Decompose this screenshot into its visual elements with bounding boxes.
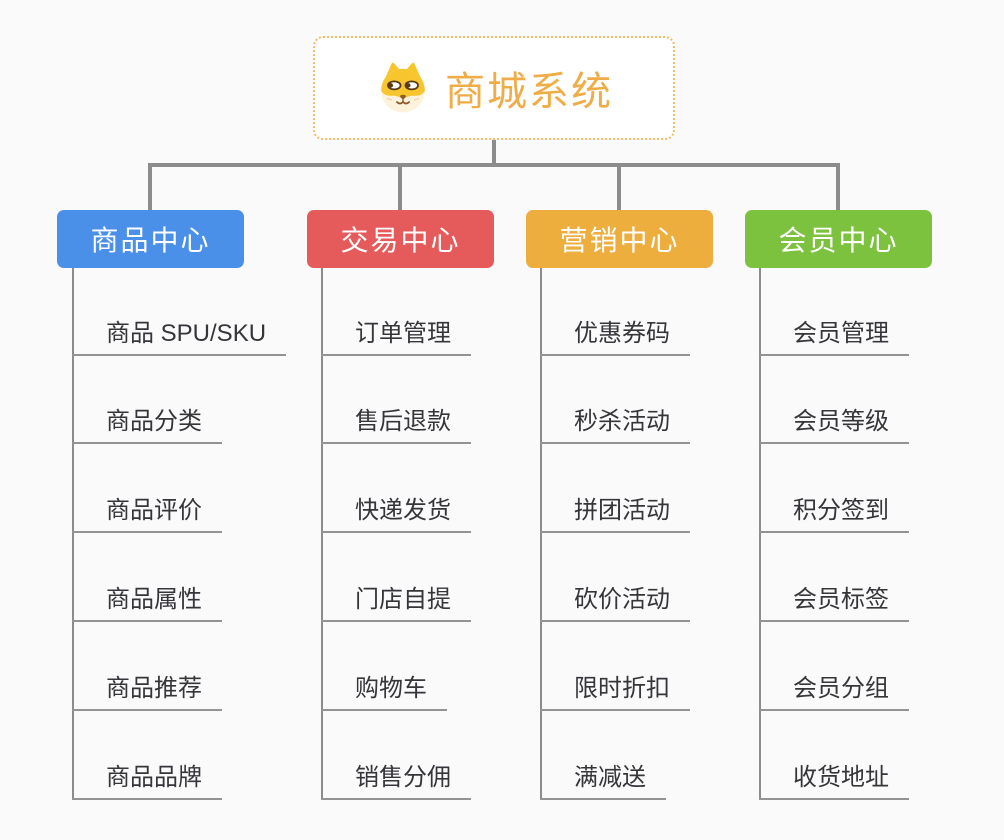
connector-spine-marketing [540,268,542,800]
leaf-node[interactable]: 砍价活动 [540,582,690,622]
leaf-node[interactable]: 购物车 [321,671,447,711]
leaf-node[interactable]: 售后退款 [321,404,471,444]
leaf-node[interactable]: 门店自提 [321,582,471,622]
leaf-node[interactable]: 商品属性 [72,582,222,622]
branch-node-trade[interactable]: 交易中心 [307,210,494,268]
leaf-node[interactable]: 商品评价 [72,493,222,533]
connector-bus [148,163,840,167]
leaf-node[interactable]: 订单管理 [321,316,471,356]
leaf-node[interactable]: 会员管理 [759,316,909,356]
leaf-node[interactable]: 积分签到 [759,493,909,533]
leaf-node[interactable]: 满减送 [540,760,666,800]
leaf-node[interactable]: 秒杀活动 [540,404,690,444]
connector-drop-products [148,166,152,210]
connector-spine-trade [321,268,323,800]
root-title: 商城系统 [445,70,613,114]
leaf-node[interactable]: 商品推荐 [72,671,222,711]
branch-node-marketing[interactable]: 营销中心 [526,210,713,268]
branch-label: 会员中心 [778,225,899,256]
connector-spine-products [72,268,74,800]
leaf-node[interactable]: 商品品牌 [72,760,222,800]
leaf-node[interactable]: 快递发货 [321,493,471,533]
branch-label: 商品中心 [90,225,211,256]
connector-drop-trade [398,166,402,210]
branch-label: 交易中心 [340,225,461,256]
leaf-node[interactable]: 优惠券码 [540,316,690,356]
leaf-node[interactable]: 会员标签 [759,582,909,622]
branch-node-members[interactable]: 会员中心 [745,210,932,268]
connector-root-drop [492,140,496,166]
leaf-node[interactable]: 会员分组 [759,671,909,711]
leaf-node[interactable]: 销售分佣 [321,760,471,800]
branch-label: 营销中心 [559,225,680,256]
branch-node-products[interactable]: 商品中心 [57,210,244,268]
connector-drop-marketing [617,166,621,210]
leaf-node[interactable]: 会员等级 [759,404,909,444]
leaf-node[interactable]: 商品分类 [72,404,222,444]
dog-face-icon [381,62,425,113]
connector-spine-members [759,268,761,800]
root-node[interactable]: 商城系统 [313,36,675,140]
connector-drop-members [836,166,840,210]
leaf-node[interactable]: 限时折扣 [540,671,690,711]
leaf-node[interactable]: 拼团活动 [540,493,690,533]
leaf-node[interactable]: 商品 SPU/SKU [72,316,287,356]
leaf-node[interactable]: 收货地址 [759,760,909,800]
